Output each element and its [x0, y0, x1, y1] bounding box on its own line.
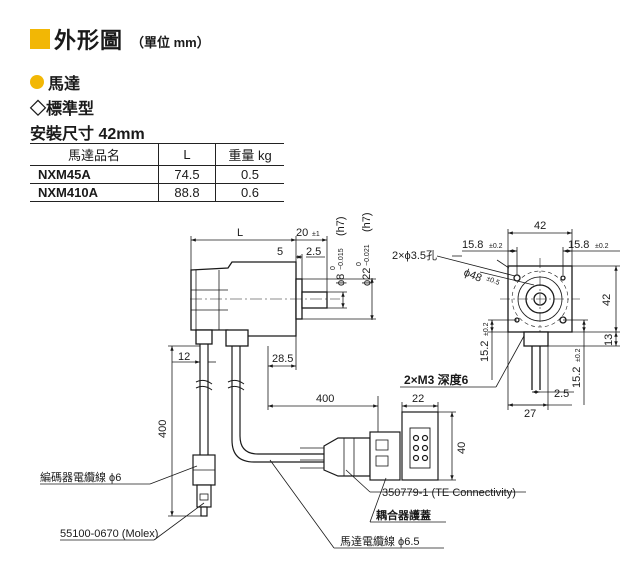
table-header-row: 馬達品名 L 重量 kg: [30, 143, 284, 166]
subtype-label: ◇標準型: [30, 101, 95, 118]
dim-12: 12: [178, 351, 190, 363]
dim-15-8-left-tol: ±0.2: [489, 243, 503, 250]
cell-weight: 0.6: [215, 183, 284, 202]
unit-note: （單位 mm）: [131, 34, 210, 50]
dimension-labels: L 20 ±1 5 2.5 ϕ8 0 −0.015 (h7) ϕ22 0 −0.…: [157, 212, 615, 454]
cables: [195, 344, 324, 463]
dim-15-2-left-tol: ±0.2: [483, 322, 490, 336]
dim-15-2-right-tol: ±0.2: [575, 348, 582, 362]
dim-15-2-left: 15.2: [479, 341, 491, 362]
molex-label: 55100-0670 (Molex): [60, 528, 158, 540]
motor-cable-label: 馬達電纜線 ϕ6.5: [340, 534, 420, 548]
dim-400-v: 400: [157, 420, 169, 438]
coupler-cover-label: 耦合器護蓋: [376, 508, 431, 522]
cell-model: NXM45A: [30, 165, 159, 184]
dim-shaft-tol-top: 0: [330, 266, 337, 270]
connector-front-view: [401, 411, 439, 481]
cell-length: 74.5: [158, 165, 216, 184]
table-row: NXM410A 88.8 0.6: [30, 183, 284, 202]
dim-2-5b: 2.5: [554, 388, 569, 400]
dim-L: L: [237, 227, 243, 239]
dim-shaft-fit: (h7): [335, 216, 347, 236]
motor-connector: [300, 431, 401, 481]
dim-shaft-tol-bot: −0.015: [338, 248, 345, 270]
dim-28-5: 28.5: [272, 353, 293, 365]
dim-15-2-right: 15.2: [571, 367, 583, 388]
col-header-model: 馬達品名: [30, 143, 159, 166]
dim-5: 5: [277, 246, 283, 258]
cell-model: NXM410A: [30, 183, 159, 202]
dim-pcd-tol: ±0.5: [485, 275, 500, 287]
dim-27: 27: [524, 408, 536, 420]
motor-side-view: [190, 261, 340, 347]
dim-pilot-tol-top: 0: [356, 262, 363, 266]
dimension-lines: [168, 229, 620, 517]
dim-20: 20: [296, 227, 308, 239]
section-heading: 馬達: [30, 70, 80, 94]
section-title: 馬達: [48, 76, 81, 93]
dim-pilot: ϕ22: [361, 268, 373, 286]
dim-15-8-left: 15.8: [462, 239, 483, 251]
dim-42-side: 42: [601, 294, 613, 306]
callout-labels: 編碼器電纜線 ϕ6 55100-0670 (Molex) 350779-1 (T…: [40, 470, 516, 548]
dim-40: 40: [456, 442, 468, 454]
te-connector-label: 350779-1 (TE Connectivity): [382, 487, 516, 499]
cell-weight: 0.5: [215, 165, 284, 184]
dim-13: 13: [603, 334, 615, 346]
m3-note: 2×M3 深度6: [404, 372, 469, 387]
dim-pilot-fit: (h7): [361, 212, 373, 232]
dim-42-top: 42: [534, 220, 546, 232]
leader-lines: [40, 459, 526, 549]
table-row: NXM45A 74.5 0.5: [30, 165, 284, 184]
title-block: 外形圖 （單位 mm）: [30, 26, 210, 53]
frame-size-label: 安裝尺寸 42mm: [30, 126, 145, 143]
dim-pilot-tol-bot: −0.021: [364, 244, 371, 266]
encoder-connector: [192, 454, 216, 517]
page-title: 外形圖: [54, 28, 124, 53]
dim-shaft: ϕ8: [335, 274, 347, 286]
col-header-length: L: [158, 143, 216, 166]
title-marker: [30, 29, 50, 49]
holes-note: 2×ϕ3.5孔: [392, 249, 437, 262]
motor-front-view: [500, 258, 580, 390]
bullet-dot-icon: [30, 75, 44, 89]
spec-table: 馬達品名 L 重量 kg NXM45A 74.5 0.5 NXM410A 88.…: [30, 143, 284, 202]
dim-15-8-right: 15.8: [568, 239, 589, 251]
dim-22: 22: [412, 393, 424, 405]
dim-15-8-right-tol: ±0.2: [595, 243, 609, 250]
dim-pcd: ϕ48: [462, 267, 484, 285]
encoder-cable-label: 編碼器電纜線 ϕ6: [40, 470, 121, 484]
dim-20-tol: ±1: [312, 231, 320, 238]
col-header-weight: 重量 kg: [215, 143, 284, 166]
dim-2-5: 2.5: [306, 246, 321, 258]
dim-400-h: 400: [316, 393, 334, 405]
cell-length: 88.8: [158, 183, 216, 202]
